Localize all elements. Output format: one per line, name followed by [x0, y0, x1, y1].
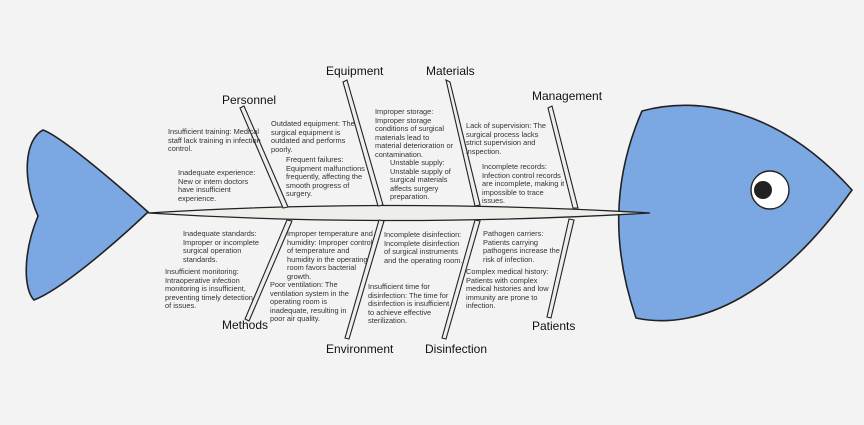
category-methods: Methods: [222, 318, 269, 332]
fish-head: [617, 104, 854, 322]
cause-management-supervision: Lack of supervision: The surgical proces…: [466, 121, 546, 156]
bone-equipment: [342, 79, 384, 207]
cause-management-records: Incomplete records: Infection control re…: [482, 162, 565, 206]
fish-tail: [25, 129, 150, 301]
category-disinfection: Disinfection: [425, 342, 488, 356]
fish-pupil: [754, 181, 772, 199]
cause-environment-temperature: Improper temperature and humidity: Impro…: [287, 229, 373, 281]
cause-disinfection-time: Insufficient time for disinfection: The …: [368, 282, 450, 326]
category-management: Management: [532, 89, 603, 103]
bone-patients: [546, 218, 575, 319]
cause-methods-standards: Inadequate standards: Improper or incomp…: [183, 229, 259, 264]
category-environment: Environment: [326, 342, 394, 356]
bone-methods: [244, 219, 293, 322]
fish-spine: [147, 204, 651, 222]
cause-patients-carriers: Pathogen carriers: Patients carrying pat…: [483, 229, 560, 264]
cause-materials-storage: Improper storage: Improper storage condi…: [375, 107, 454, 159]
category-personnel: Personnel: [222, 93, 277, 107]
bone-personnel: [239, 105, 289, 209]
cause-equipment-failures: Frequent failures: Equipment malfunction…: [286, 155, 365, 199]
cause-personnel-training: Insufficient training: Medical staff lac…: [168, 127, 261, 154]
bone-management: [547, 105, 579, 209]
category-patients: Patients: [532, 319, 576, 333]
bone-disinfection: [441, 219, 481, 340]
cause-equipment-outdated: Outdated equipment: The surgical equipme…: [271, 119, 355, 154]
bone-materials: [445, 78, 481, 207]
cause-patients-history: Complex medical history: Patients with c…: [466, 267, 549, 311]
category-equipment: Equipment: [326, 64, 384, 78]
cause-methods-monitoring: Insufficient monitoring: Intraoperative …: [165, 267, 253, 311]
cause-environment-ventilation: Poor ventilation: The ventilation system…: [270, 280, 349, 324]
cause-materials-supply: Unstable supply: Unstable supply of surg…: [390, 158, 451, 202]
cause-disinfection-incomplete: Incomplete disinfection: Incomplete disi…: [384, 230, 463, 265]
category-materials: Materials: [426, 64, 475, 78]
cause-personnel-experience: Inadequate experience: New or intern doc…: [178, 168, 256, 203]
bone-environment: [344, 219, 385, 340]
